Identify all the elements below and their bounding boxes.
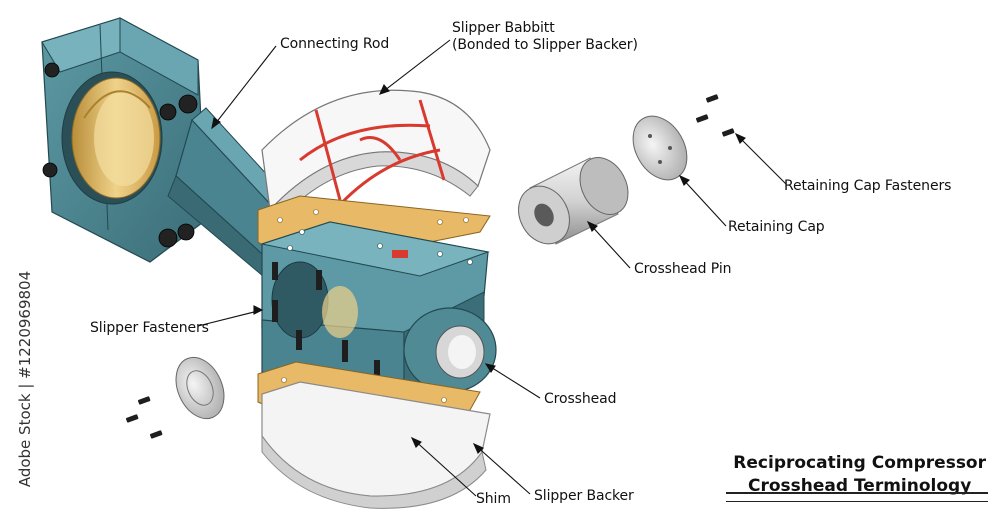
retaining-cap-fasteners-left xyxy=(125,396,163,439)
label-crosshead-pin-text: Crosshead Pin xyxy=(634,261,732,277)
title-underline-thick xyxy=(726,492,988,494)
retaining-cap-fasteners-right xyxy=(695,94,735,137)
slipper-babbitt-upper xyxy=(261,89,491,223)
label-retaining-cap-text: Retaining Cap xyxy=(728,219,825,235)
label-retaining-cap-fasteners-text: Retaining Cap Fasteners xyxy=(784,178,952,194)
label-retaining-cap-fasteners: Retaining Cap Fasteners xyxy=(784,178,951,195)
retaining-cap-left xyxy=(175,356,225,420)
diagram-title: Reciprocating Compressor Crosshead Termi… xyxy=(733,452,986,498)
crosshead-body xyxy=(260,221,497,393)
slipper-backer-lower xyxy=(261,381,491,509)
diagram-title-line1: Reciprocating Compressor xyxy=(733,453,986,473)
label-crosshead-text: Crosshead xyxy=(544,391,617,407)
label-connecting-rod: Connecting Rod xyxy=(280,36,389,53)
label-slipper-fasteners-text: Slipper Fasteners xyxy=(90,320,209,336)
stock-watermark: Adobe Stock | #1220969804 xyxy=(16,270,34,488)
label-slipper-babbitt-line2: (Bonded to Slipper Backer) xyxy=(452,37,638,53)
label-shim: Shim xyxy=(476,491,511,508)
label-slipper-fasteners: Slipper Fasteners xyxy=(90,320,209,337)
leader-lines xyxy=(197,39,787,497)
label-slipper-backer: Slipper Backer xyxy=(534,488,634,505)
title-underline-thin xyxy=(726,501,988,502)
label-connecting-rod-text: Connecting Rod xyxy=(280,36,390,52)
label-shim-text: Shim xyxy=(476,491,511,507)
label-crosshead: Crosshead xyxy=(544,391,617,408)
retaining-cap-right xyxy=(632,115,688,181)
diagram-title-line2: Crosshead Terminology xyxy=(747,476,972,496)
label-slipper-babbitt: Slipper Babbitt (Bonded to Slipper Backe… xyxy=(452,20,638,54)
label-slipper-babbitt-line1: Slipper Babbitt xyxy=(452,20,555,36)
label-retaining-cap: Retaining Cap xyxy=(728,219,825,236)
label-crosshead-pin: Crosshead Pin xyxy=(634,261,731,278)
label-slipper-backer-text: Slipper Backer xyxy=(534,488,634,504)
crosshead-pin xyxy=(518,157,629,245)
